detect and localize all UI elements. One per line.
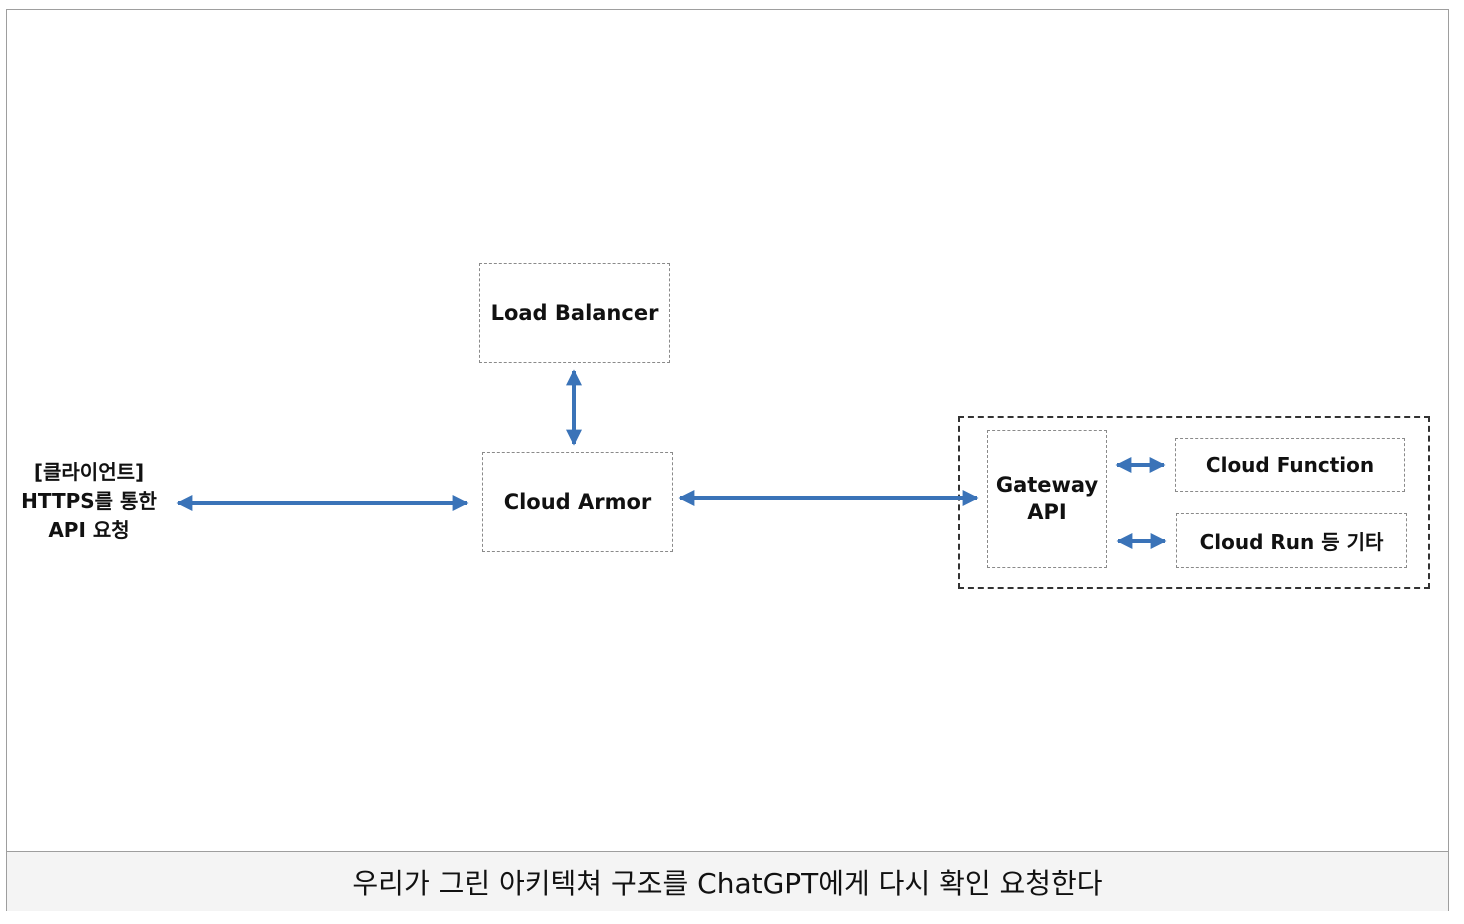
gateway-api-node: Gateway API [987, 430, 1107, 568]
client-label: [클라이언트] HTTPS를 통한 API 요청 [14, 458, 164, 545]
cloud-armor-label: Cloud Armor [503, 490, 652, 514]
gateway-api-label-line2: API [1027, 500, 1067, 524]
load-balancer-label: Load Balancer [490, 301, 659, 325]
cloud-function-label: Cloud Function [1205, 453, 1375, 477]
cloud-run-label: Cloud Run 등 기타 [1199, 530, 1384, 554]
gateway-api-label-line1: Gateway [995, 473, 1099, 497]
client-label-line3: API 요청 [48, 518, 130, 542]
cloud-function-node: Cloud Function [1175, 438, 1405, 492]
caption-text: 우리가 그린 아키텍쳐 구조를 ChatGPT에게 다시 확인 요청한다 [352, 866, 1103, 900]
load-balancer-node: Load Balancer [479, 263, 670, 363]
cloud-armor-node: Cloud Armor [482, 452, 673, 552]
client-label-line2: HTTPS를 통한 [21, 489, 157, 513]
cloud-run-node: Cloud Run 등 기타 [1176, 513, 1407, 568]
caption-bar: 우리가 그린 아키텍쳐 구조를 ChatGPT에게 다시 확인 요청한다 [7, 851, 1448, 911]
client-label-line1: [클라이언트] [33, 460, 145, 484]
